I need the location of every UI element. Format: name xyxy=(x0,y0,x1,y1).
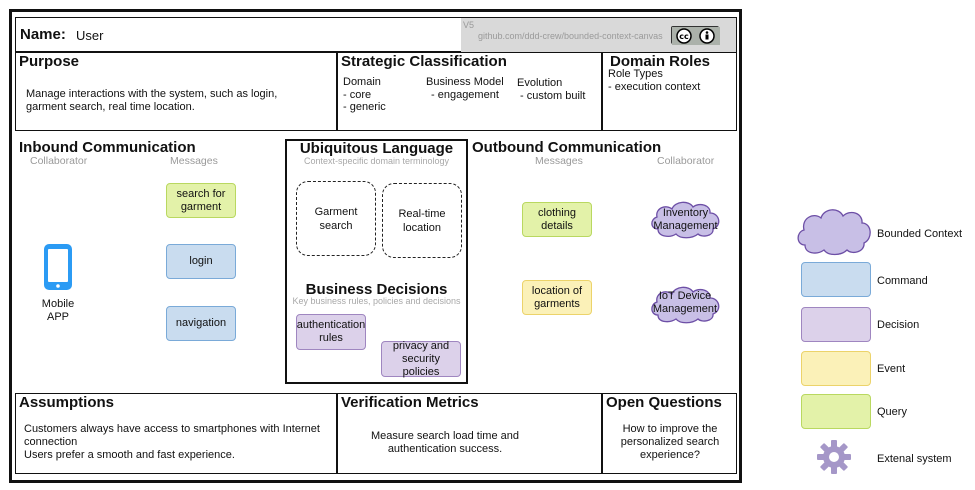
legend-decision-label: Decision xyxy=(877,319,920,331)
ubiquitous-title: Ubiquitous Language xyxy=(299,140,454,157)
domain-item-generic: - generic xyxy=(343,101,386,113)
mobile-phone-icon xyxy=(42,243,74,291)
canvas-frame xyxy=(9,9,742,483)
evolution-label: Evolution xyxy=(517,77,563,89)
version-label: V5 xyxy=(463,20,475,30)
purpose-cell xyxy=(15,52,337,131)
name-row xyxy=(15,17,737,52)
inbound-collaborator-label: Collaborator xyxy=(30,155,88,167)
verification-text: Measure search load time and authenticat… xyxy=(371,430,519,455)
outbound-message-clothing-details: clothing details xyxy=(522,202,592,237)
role-types-label: Role Types xyxy=(608,68,663,80)
decision-authentication-rules: authentication rules xyxy=(296,314,366,350)
assumptions-title: Assumptions xyxy=(19,394,115,411)
inbound-messages-label: Messages xyxy=(170,155,218,167)
assumption-1: Customers always have access to smartpho… xyxy=(24,423,320,448)
business-model-item: - engagement xyxy=(431,89,499,101)
legend-query-label: Query xyxy=(877,406,907,418)
source-link[interactable]: github.com/ddd-crew/bounded-context-canv… xyxy=(478,31,663,41)
mobile-app-label: Mobile APP xyxy=(41,298,75,323)
outbound-title: Outbound Communication xyxy=(472,139,662,156)
legend-command-label: Command xyxy=(877,275,928,287)
purpose-title: Purpose xyxy=(19,53,80,70)
name-label: Name: xyxy=(20,26,66,43)
name-value: User xyxy=(76,28,104,43)
legend-bounded-context-icon xyxy=(795,205,873,257)
outbound-collaborator-label: Collaborator xyxy=(657,155,715,167)
inbound-title: Inbound Communication xyxy=(19,139,196,156)
decision-privacy-security: privacy and security policies xyxy=(381,340,461,378)
ubiquitous-subtitle: Context-specific domain terminology xyxy=(303,156,450,166)
verification-title: Verification Metrics xyxy=(341,394,479,411)
domain-roles-title: Domain Roles xyxy=(610,53,711,70)
svg-text:cc: cc xyxy=(679,32,689,41)
business-decisions-title: Business Decisions xyxy=(305,281,448,298)
outbound-message-location: location of garments xyxy=(522,280,592,315)
domain-item-core: - core xyxy=(343,89,372,101)
strategic-cell xyxy=(337,52,602,131)
role-item: - execution context xyxy=(608,81,701,93)
assumptions-cell xyxy=(15,393,337,474)
legend-query-swatch xyxy=(801,394,871,429)
outbound-collaborator-iot: IoT Device Management xyxy=(652,290,718,315)
cc-by-icon: cc xyxy=(671,26,720,45)
strategic-title: Strategic Classification xyxy=(341,53,507,70)
business-model-label: Business Model xyxy=(426,76,504,88)
inbound-message-navigation: navigation xyxy=(166,306,236,341)
legend-event-label: Event xyxy=(877,363,906,375)
legend-event-swatch xyxy=(801,351,871,386)
verification-cell xyxy=(337,393,602,474)
bounded-context-cloud-icon xyxy=(648,199,723,239)
bounded-context-cloud-icon xyxy=(648,283,723,325)
assumption-2: Users prefer a smooth and fast experienc… xyxy=(24,449,235,461)
purpose-text: Manage interactions with the system, suc… xyxy=(26,88,278,113)
outbound-collaborator-inventory: Inventory Management xyxy=(653,207,718,232)
core-box xyxy=(285,139,468,384)
questions-text: How to improve the personalized search e… xyxy=(620,423,720,461)
legend-bounded-context-label: Bounded Context xyxy=(877,228,963,240)
legend-command-swatch xyxy=(801,262,871,297)
domain-roles-cell xyxy=(602,52,737,131)
business-decisions-subtitle: Key business rules, policies and decisio… xyxy=(292,296,461,306)
questions-cell xyxy=(602,393,737,474)
legend-external-system-label: Extenal system xyxy=(877,453,952,465)
term-garment-search: Garment search xyxy=(296,181,376,256)
outbound-messages-label: Messages xyxy=(535,155,583,167)
legend-decision-swatch xyxy=(801,307,871,342)
gear-icon xyxy=(816,439,852,475)
inbound-message-login: login xyxy=(166,244,236,279)
inbound-message-search: search for garment xyxy=(166,183,236,218)
domain-label: Domain xyxy=(343,76,381,88)
evolution-item: - custom built xyxy=(520,90,586,102)
questions-title: Open Questions xyxy=(606,394,722,411)
term-real-time-location: Real-time location xyxy=(382,183,462,258)
